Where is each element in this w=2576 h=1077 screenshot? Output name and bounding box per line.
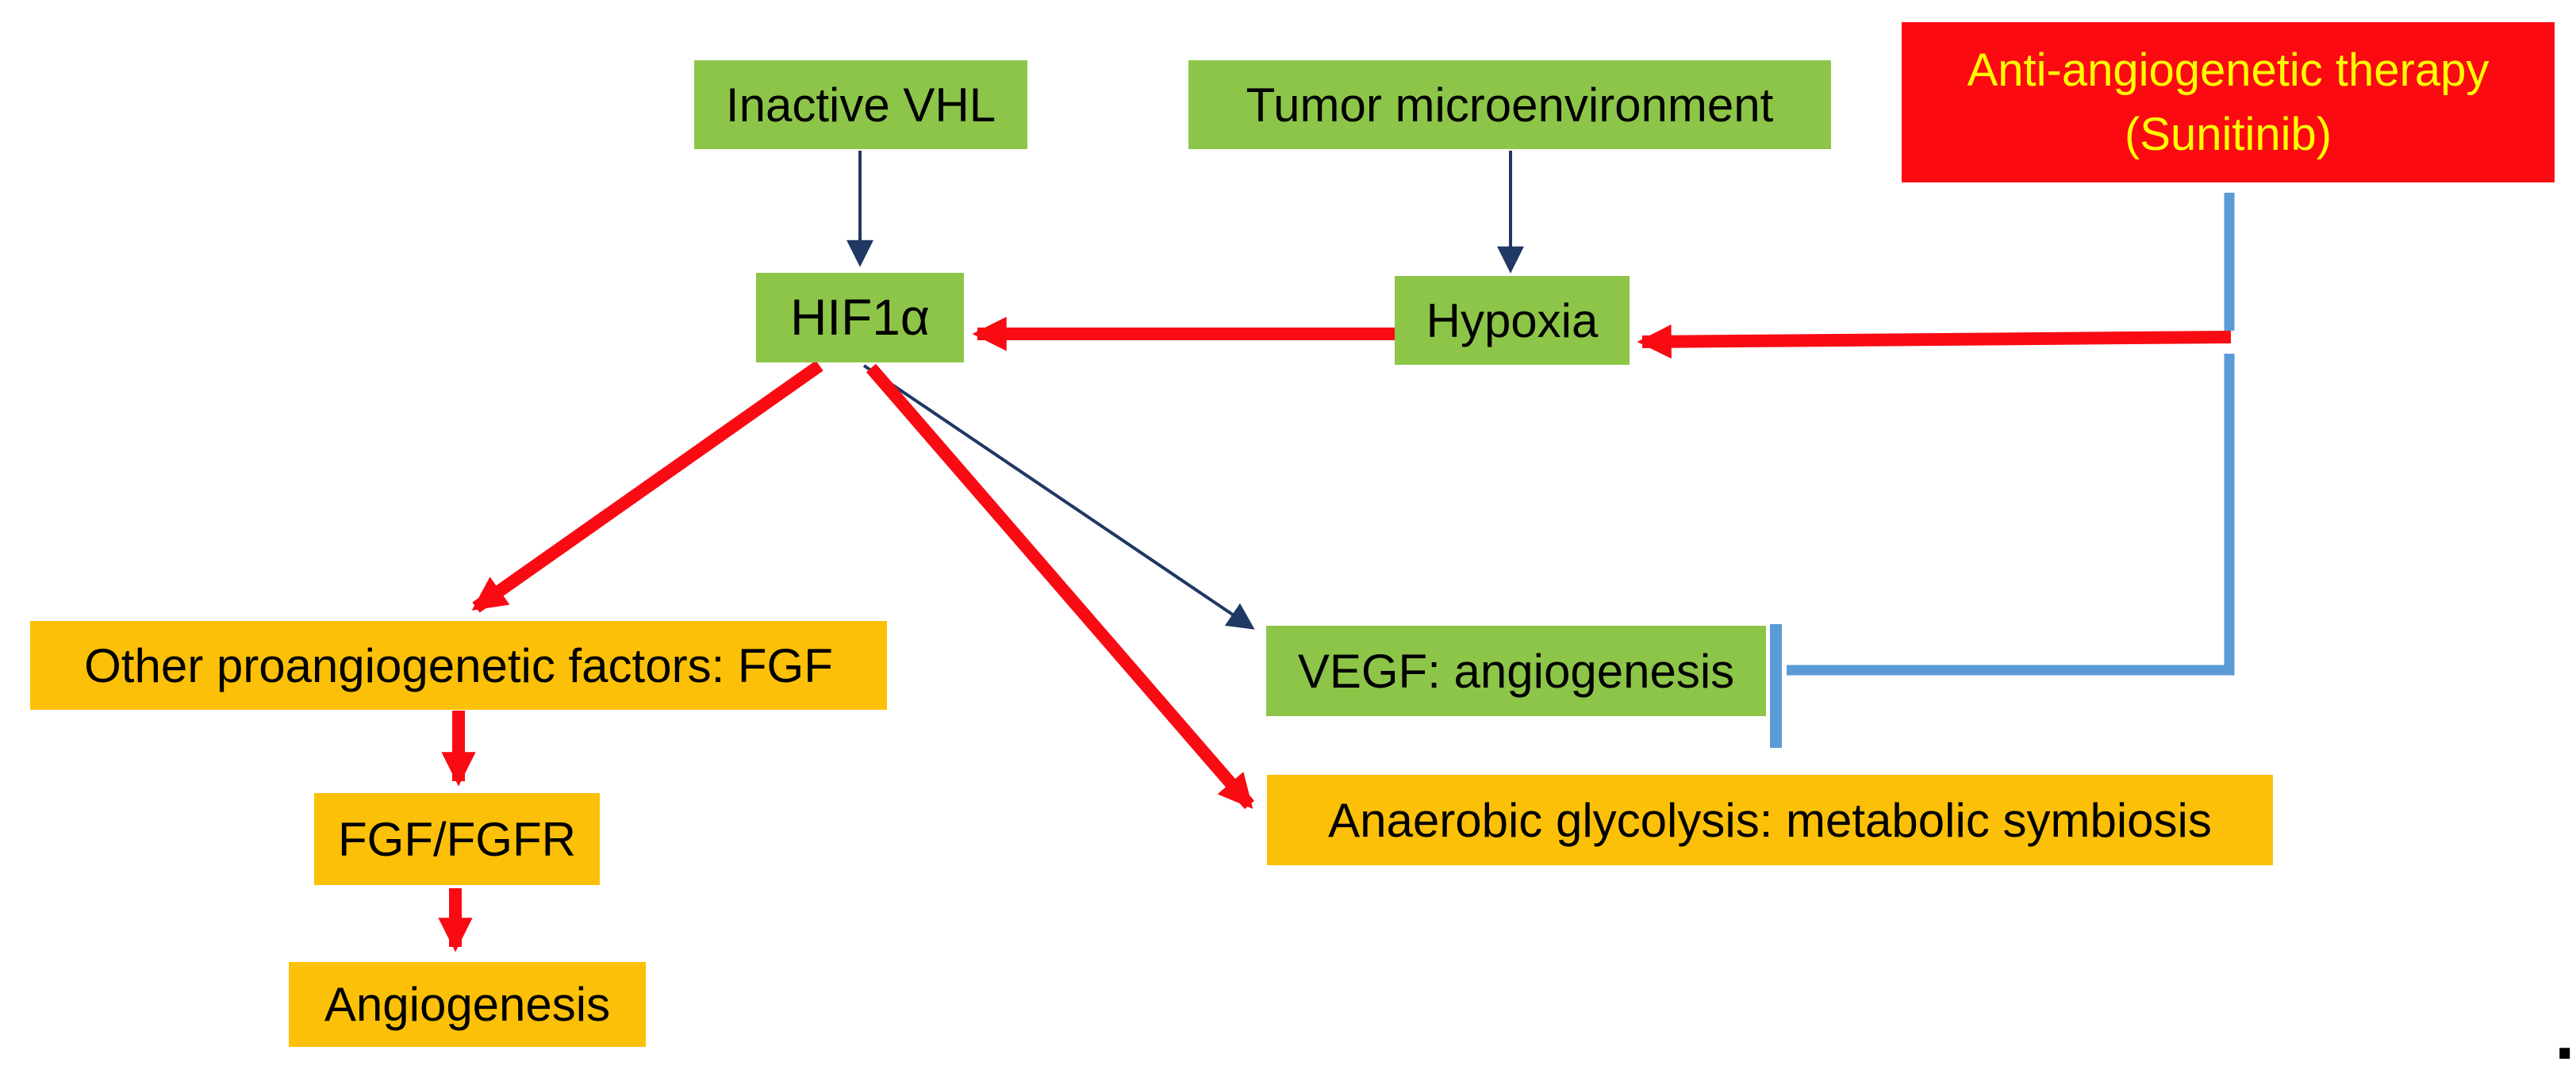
period-text: . — [2555, 994, 2575, 1075]
node-inactive-vhl: Inactive VHL — [694, 60, 1027, 149]
node-tumor-microenvironment: Tumor microenvironment — [1188, 60, 1831, 149]
edge-hif1a-to-other-factors — [471, 360, 823, 613]
node-hypoxia: Hypoxia — [1395, 276, 1630, 365]
node-vegf-angiogenesis: VEGF: angiogenesis — [1266, 626, 1766, 716]
edge-hif1a-to-vegf — [862, 364, 1255, 630]
edge-hif1a-to-anaerobic-glycolysis — [866, 363, 1255, 810]
node-anti-angiogenetic-therapy: Anti-angiogenetic therapy (Sunitinib) — [1902, 22, 2555, 182]
inhibition-bar — [1770, 624, 1782, 748]
inhibition-line-elbow — [1787, 354, 2235, 676]
node-fgf-fgfr: FGF/FGFR — [314, 793, 600, 885]
node-hif1a: HIF1α — [756, 273, 964, 362]
node-angiogenesis: Angiogenesis — [289, 962, 646, 1047]
edge-sunitinib-to-hypoxia — [1637, 324, 2232, 359]
node-anti-angiogenetic-therapy-line2: (Sunitinib) — [2124, 109, 2332, 160]
node-anaerobic-glycolysis: Anaerobic glycolysis: metabolic symbiosi… — [1267, 775, 2273, 865]
node-anti-angiogenetic-therapy-line1: Anti-angiogenetic therapy — [1967, 44, 2490, 96]
node-other-proangiogenetic-factors: Other proangiogenetic factors: FGF — [30, 621, 887, 710]
